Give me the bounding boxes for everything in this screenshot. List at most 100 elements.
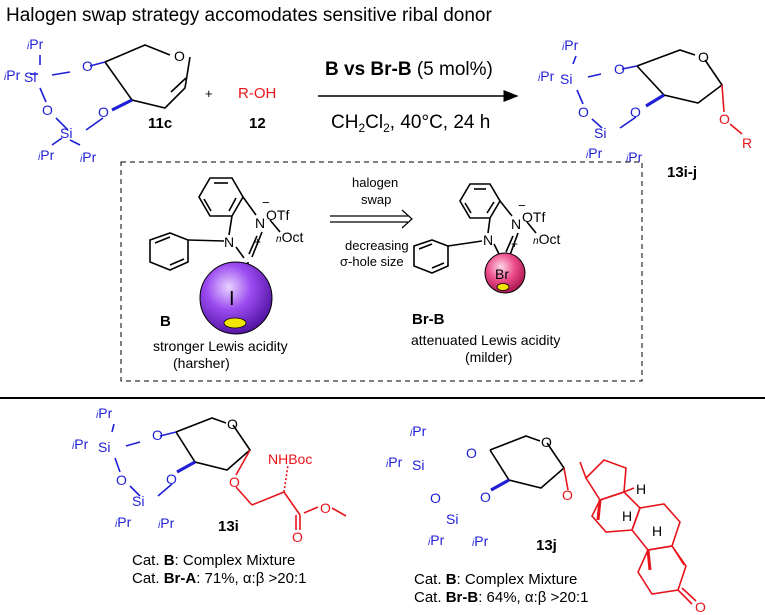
cmpd13j-label: 13j <box>536 537 557 554</box>
cmpd13j-ring-o: O <box>541 434 552 450</box>
product-o-2: O <box>578 104 589 120</box>
cmpd13i-ring-o: O <box>227 416 238 432</box>
cmpd13j-o-3: O <box>480 489 491 505</box>
donor-ipr-1: iPr <box>27 36 44 52</box>
catalyst-b-structure <box>149 177 281 280</box>
cmpd13j-result-1: Cat. B: Complex Mixture <box>414 571 577 588</box>
cmpd13j-o-1: O <box>466 445 477 461</box>
bromine-symbol: Br <box>495 266 509 282</box>
cmpd13i-ipr-4: iPr <box>158 515 175 531</box>
product-si-2: Si <box>594 125 606 141</box>
product-o-1: O <box>614 61 625 77</box>
catalyst-brb-plus: + <box>511 237 518 251</box>
iodine-sigma-hole <box>223 317 247 329</box>
cmpd13i-glyco-o: O <box>229 474 240 490</box>
swap-text-2: swap <box>361 192 391 207</box>
catalyst-b-n2: N <box>255 215 265 231</box>
plus-sign: + <box>205 86 213 101</box>
catalyst-brb-n2: N <box>511 216 521 232</box>
catalyst-b-oct: nOct <box>276 229 303 245</box>
iodine-sphere <box>199 261 273 335</box>
cmpd13j-h-2: H <box>622 508 632 524</box>
cmpd13j-ipr-1: iPr <box>410 423 427 439</box>
swap-arrow <box>330 209 413 229</box>
catalyst-brb-n1: N <box>483 232 493 248</box>
cmpd13i-o-2: O <box>116 472 127 488</box>
catalyst-b-n1: N <box>224 234 234 250</box>
cmpd13j-ipr-4: iPr <box>472 533 489 549</box>
donor-si-2: Si <box>60 125 72 141</box>
acceptor-formula: R-OH <box>238 85 276 102</box>
catalyst-b-desc2: (harsher) <box>173 355 230 371</box>
donor-ipr-4: iPr <box>80 149 97 165</box>
swap-text-1: halogen <box>352 175 398 190</box>
bromine-sigma-hole <box>496 283 510 291</box>
cmpd13i-nhboc: NHBoc <box>268 451 312 467</box>
cmpd13i-result-1: Cat. B: Complex Mixture <box>132 552 295 569</box>
cmpd13j-si-2: Si <box>446 511 458 527</box>
product-ring-o: O <box>698 49 709 65</box>
catalyst-brb-otf: OTf <box>522 209 545 225</box>
catalyst-brb-desc2: (milder) <box>465 349 512 365</box>
cmpd13j-h-3: H <box>652 523 662 539</box>
product-ipr-3: iPr <box>586 145 603 161</box>
catalyst-b-minus: − <box>262 195 270 210</box>
cmpd13i-ipr-1: iPr <box>96 405 113 421</box>
catalyst-b-desc1: stronger Lewis acidity <box>153 338 288 354</box>
donor-o-2: O <box>42 102 53 118</box>
product-ipr-4: iPr <box>626 149 643 165</box>
donor-ipr-3: iPr <box>38 147 55 163</box>
product-o-3: O <box>630 104 641 120</box>
donor-ring-o: O <box>174 48 185 64</box>
donor-o-3: O <box>98 104 109 120</box>
catalyst-box <box>120 161 643 382</box>
cmpd13j-result-2: Cat. Br-B: 64%, α:β >20:1 <box>414 589 588 606</box>
catalyst-brb-structure <box>413 183 537 274</box>
product-ipr-1: iPr <box>562 37 579 53</box>
scheme-title: Halogen swap strategy accomodates sensit… <box>6 5 492 26</box>
catalyst-brb-label: Br-B <box>412 311 445 328</box>
product-label: 13i-j <box>667 164 697 181</box>
cmpd13i-o-3: O <box>166 471 177 487</box>
cmpd13i-ipr-3: iPr <box>115 514 132 530</box>
cmpd13i-result-2: Cat. Br-A: 71%, α:β >20:1 <box>132 570 306 587</box>
catalyst-b-plus: + <box>254 235 261 249</box>
cmpd13i-ester-o: O <box>320 500 331 516</box>
catalyst-brb-oct: nOct <box>533 231 560 247</box>
cmpd13j-glyco-o: O <box>562 487 573 503</box>
cmpd13j-h-1: H <box>636 481 646 497</box>
iodine-symbol: I <box>229 288 235 310</box>
donor-label: 11c <box>148 115 172 132</box>
catalyst-condition: B vs Br-B (5 mol%) <box>325 59 493 80</box>
donor-o-1: O <box>82 58 93 74</box>
cmpd13j-ipr-2: iPr <box>386 454 403 470</box>
decreasing-text-1: decreasing <box>345 238 409 253</box>
acceptor-label: 12 <box>249 115 266 132</box>
bromine-sphere <box>484 252 526 294</box>
cmpd13i-si-2: Si <box>132 493 144 509</box>
donor-ipr-2: iPr <box>4 67 21 83</box>
cmpd13j-ipr-3: iPr <box>428 532 445 548</box>
product-ipr-2: iPr <box>538 68 555 84</box>
cmpd13j-o-2: O <box>430 490 441 506</box>
cmpd13j-ketone-o: O <box>695 599 706 615</box>
donor-si-1: Si <box>24 69 36 85</box>
solvent-condition: CH2Cl2, 40°C, 24 h <box>331 112 490 135</box>
catalyst-b-otf: OTf <box>266 207 289 223</box>
catalyst-brb-desc1: attenuated Lewis acidity <box>411 332 560 348</box>
cmpd13j-si-1: Si <box>412 457 424 473</box>
compound-13j <box>489 435 697 605</box>
cmpd13i-o-1: O <box>152 427 163 443</box>
catalyst-b-label: B <box>160 313 171 330</box>
product-r: R <box>742 135 752 151</box>
cmpd13i-carbonyl-o: O <box>292 529 303 545</box>
cmpd13i-si-1: Si <box>98 439 110 455</box>
compound-13i <box>111 417 347 530</box>
donor-11c <box>30 44 191 146</box>
product-13ij <box>572 49 743 135</box>
cmpd13i-label: 13i <box>218 518 239 535</box>
cmpd13i-ipr-2: iPr <box>72 436 89 452</box>
product-glyco-o: O <box>719 111 730 127</box>
